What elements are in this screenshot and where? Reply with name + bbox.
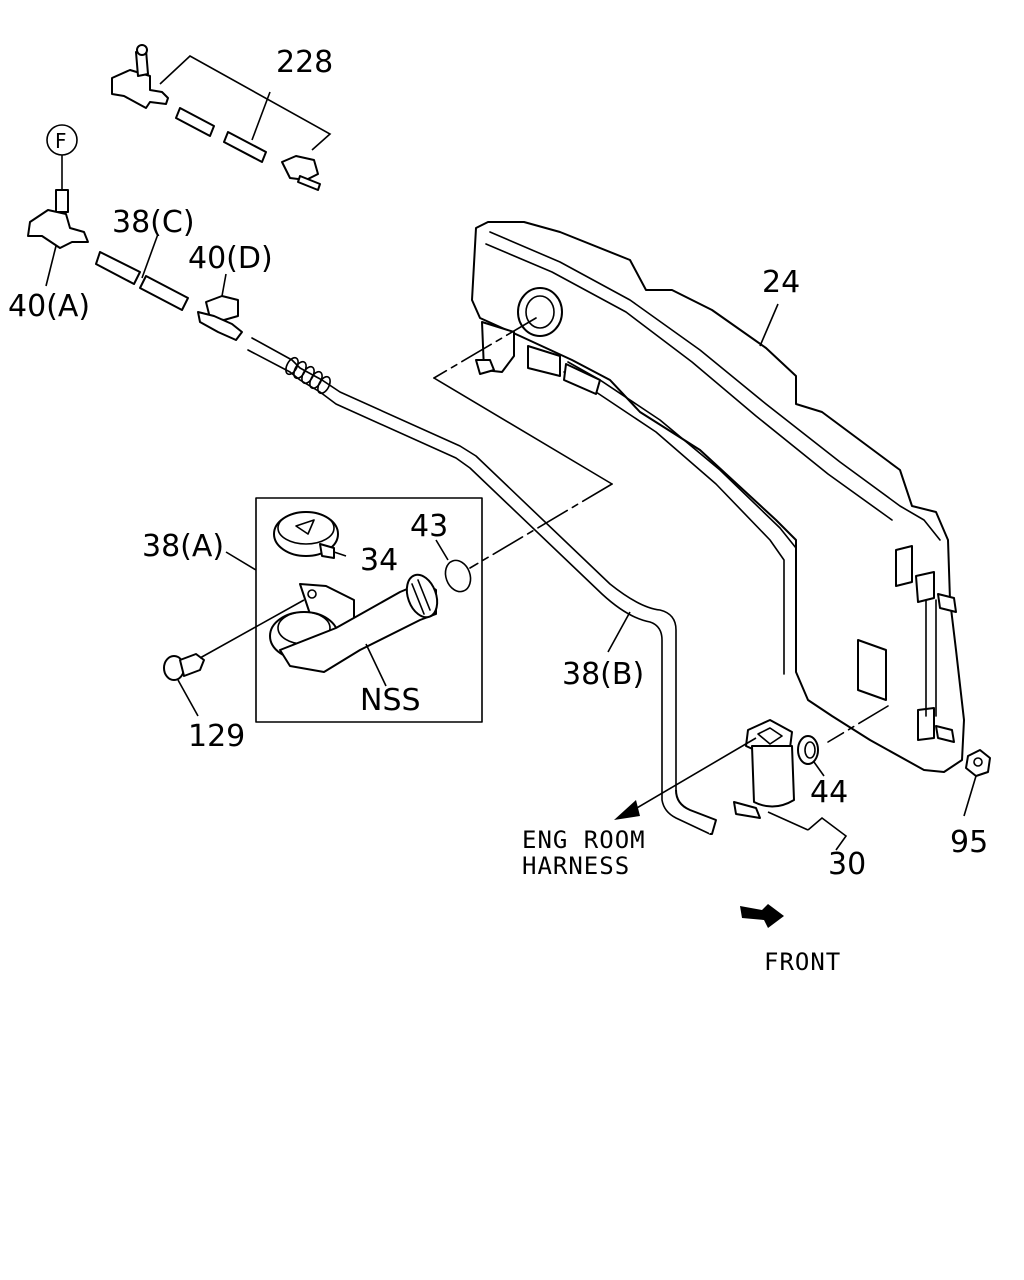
part-95-nut [963,749,991,817]
callout-NSS: NSS [360,683,421,718]
callout-40D: 40(D) [188,241,273,276]
part-129-clip [163,599,305,717]
part-38b-hose [247,337,717,835]
part-44-grommet [797,735,825,777]
callout-30: 30 [828,847,866,882]
callout-228: 228 [276,45,333,80]
callout-38B: 38(B) [562,657,644,692]
eng-room-harness-line2: HARNESS [522,852,630,880]
callout-43: 43 [410,509,448,544]
part-24-washer-tank [433,221,965,773]
callout-34: 34 [360,543,398,578]
callout-38C: 38(C) [112,205,195,240]
eng-room-harness-arrow [614,737,757,820]
kit-38a-box [225,497,483,723]
part-43-o-ring [435,539,472,593]
eng-room-harness-line1: ENG ROOM [522,826,646,854]
part-30-washer-pump [733,719,848,851]
front-label: FRONT [764,948,841,976]
part-228-assembly [111,44,332,191]
callout-F: F [55,129,67,153]
callout-129: 129 [188,719,245,754]
callout-24: 24 [762,265,800,300]
callout-40A: 40(A) [8,289,90,324]
callout-44: 44 [810,775,848,810]
part-38c-hose [95,233,189,311]
part-40a-connector [27,124,89,287]
front-arrow-icon [740,904,784,928]
callout-38A: 38(A) [142,529,224,564]
part-40d-connector [197,273,243,341]
callout-95: 95 [950,825,988,860]
